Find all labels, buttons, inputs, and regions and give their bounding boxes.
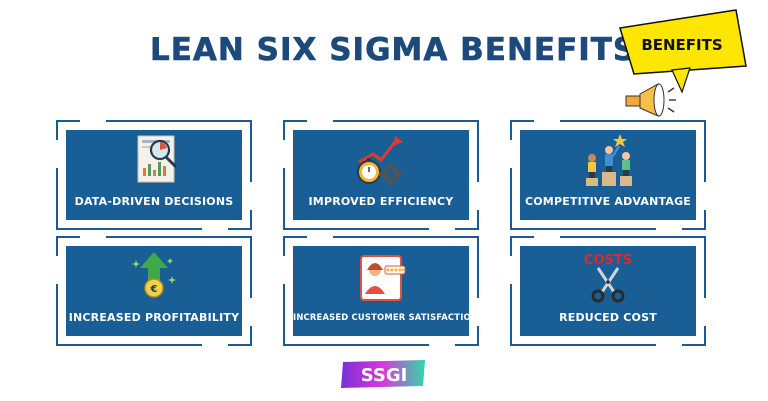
benefit-card-competitive: COMPETITIVE ADVANTAGE bbox=[520, 130, 696, 220]
benefit-card-efficiency: IMPROVED EFFICIENCY bbox=[293, 130, 469, 220]
stopwatch-gear-icon bbox=[357, 136, 403, 186]
benefit-card-frame: COSTS REDUCED COST bbox=[509, 235, 707, 347]
benefits-badge: BENEFITS bbox=[619, 9, 747, 117]
data-report-icon bbox=[137, 135, 178, 183]
benefit-label: INCREASED CUSTOMER SATISFACTION bbox=[293, 312, 479, 322]
benefit-card-frame: INCREASED CUSTOMER SATISFACTION bbox=[282, 235, 480, 347]
benefit-card-frame: DATA-DRIVEN DECISIONS bbox=[55, 119, 253, 231]
benefit-card-frame: IMPROVED EFFICIENCY bbox=[282, 119, 480, 231]
podium-team-icon bbox=[586, 134, 632, 186]
ssgi-logo: SSGI bbox=[341, 360, 425, 388]
badge-label: BENEFITS bbox=[641, 36, 722, 54]
benefit-card-reduced-cost: COSTS REDUCED COST bbox=[520, 246, 696, 336]
benefit-card-satisfaction: INCREASED CUSTOMER SATISFACTION bbox=[293, 246, 479, 336]
benefit-card-data-driven: DATA-DRIVEN DECISIONS bbox=[66, 130, 242, 220]
megaphone-icon bbox=[625, 83, 676, 117]
money-arrow-icon: € bbox=[132, 252, 176, 298]
benefit-label: INCREASED PROFITABILITY bbox=[68, 311, 240, 324]
svg-text:€: € bbox=[150, 284, 158, 295]
scissors-costs-icon: COSTS bbox=[584, 253, 632, 303]
logo-text: SSGI bbox=[361, 365, 408, 386]
benefit-card-profitability: € INCREASED PROFITABILITY bbox=[66, 246, 242, 336]
benefit-card-frame: COMPETITIVE ADVANTAGE bbox=[509, 119, 707, 231]
costs-text: COSTS bbox=[584, 253, 632, 268]
page-title: LEAN SIX SIGMA BENEFITS bbox=[150, 32, 637, 69]
benefit-label: REDUCED COST bbox=[559, 311, 657, 324]
benefit-label: DATA-DRIVEN DECISIONS bbox=[74, 195, 234, 208]
benefit-label: IMPROVED EFFICIENCY bbox=[308, 195, 454, 208]
benefit-card-frame: € INCREASED PROFITABILITY bbox=[55, 235, 253, 347]
customer-rating-icon bbox=[360, 255, 406, 301]
benefit-label: COMPETITIVE ADVANTAGE bbox=[524, 195, 692, 208]
